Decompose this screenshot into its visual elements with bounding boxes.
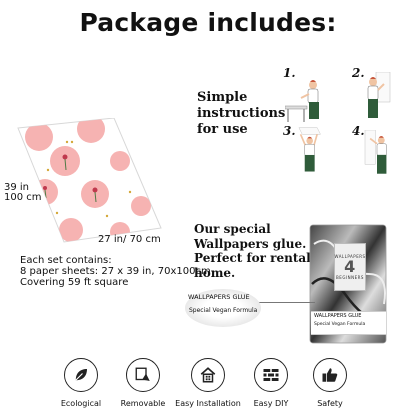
step-4-number: 4. [352,124,365,138]
step-2-number: 2. [352,66,365,80]
feature-removable: Removable [110,358,176,408]
feature-label: Removable [120,399,166,408]
feature-label: Safety [317,399,343,408]
set-contents-line: Each set contains: [20,255,112,266]
zoom-connector-line [255,302,315,303]
step-1-number: 1. [283,66,296,80]
zoom-label-title: WALLPAPERS GLUE [188,293,250,301]
sheet-width-label: 27 in/ 70 cm [98,234,161,245]
step-2-illustration [367,72,391,118]
zoom-label-circle [185,289,261,327]
glue-package-label: WALLPAPERS 4 BEGINNERS [334,243,366,291]
feature-easy-diy: Easy DIY [238,358,304,408]
set-contents: Each set contains: 8 paper sheets: 27 x … [20,255,220,288]
brick-wall-icon [263,369,279,381]
step-1-illustration [285,80,319,122]
feature-label: Easy Installation [175,399,241,408]
feature-easy-installation: Easy Installation [175,358,241,408]
feature-ecological: Ecological [48,358,114,408]
zoom-label-subtitle: Special Vegan Formula [189,307,258,314]
instructions-heading: Simple instructions for use [197,90,286,137]
sheet-height-label: 39 in 100 cm [4,182,42,203]
leaf-icon [75,369,87,381]
set-contents-line: 8 paper sheets: 27 x 39 in, 70x100cm [20,266,211,277]
feature-safety: Safety [297,358,363,408]
page-title: Package includes: [79,8,337,37]
glue-package-band-subtitle: Special Vegan Formula [314,322,366,327]
step-3-number: 3. [283,124,296,138]
glue-package-band [311,311,386,335]
step-4-illustration [364,130,387,174]
house-icon [200,367,216,383]
feature-label: Ecological [60,399,102,408]
thumbs-up-icon [322,368,338,382]
peel-icon [135,367,150,381]
set-contents-line: Covering 59 ft square [20,277,129,288]
feature-label: Easy DIY [253,399,289,408]
glue-description: Our special Wallpapers glue. Perfect for… [194,222,311,280]
wallpaper-sample-sheet [17,118,162,243]
glue-package-band-title: WALLPAPERS GLUE [314,313,362,319]
step-3-illustration [298,127,321,172]
